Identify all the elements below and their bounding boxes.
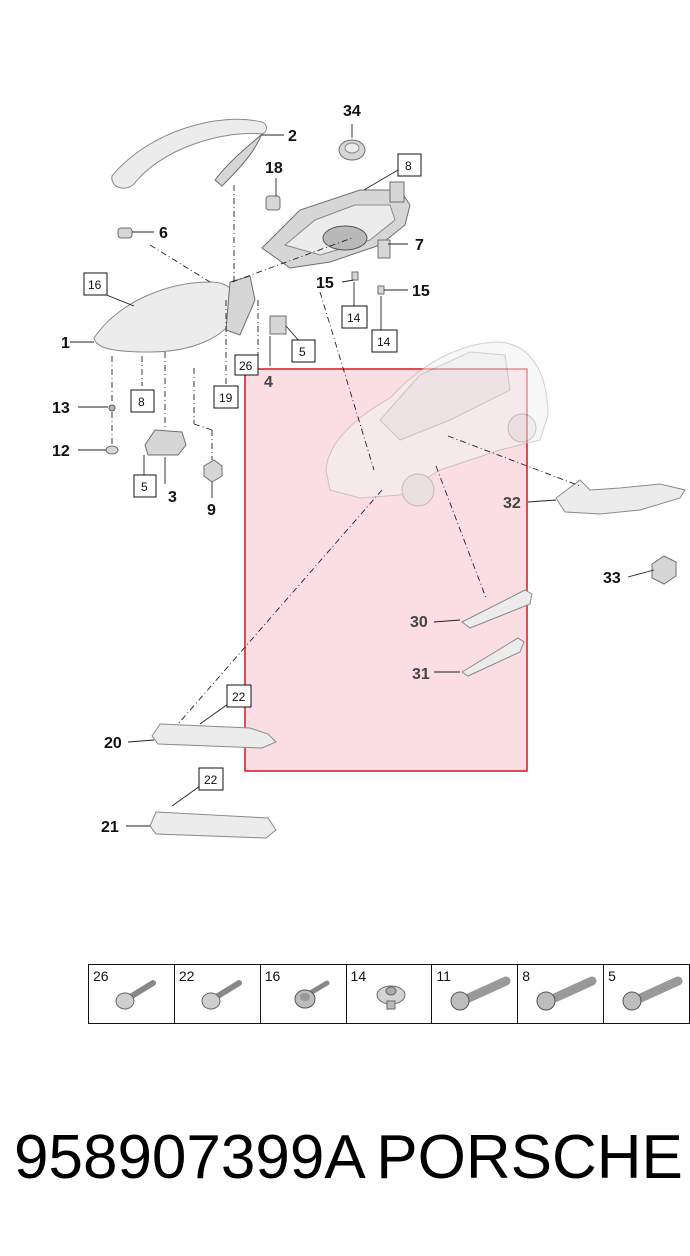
fastener-label: 22 [178,968,195,984]
boxref-26: 26 [239,359,253,373]
grommet-part [117,227,133,239]
callout-2: 2 [288,128,297,145]
control-unit-part [269,315,287,335]
callout-13: 13 [52,400,70,417]
fastener-label: 5 [608,968,616,984]
part-number: 958907399A [14,1123,366,1192]
connector-33-part [651,555,677,585]
side-marker-31-part [461,637,525,677]
side-marker-30-part [461,589,533,629]
dashed-leaders [111,185,581,725]
callout-20: 20 [104,735,122,752]
fastener-cell: 26 [88,964,175,1024]
headlamp-lens-part [93,275,256,353]
clip-nut-icon [376,985,406,1010]
fastener-cell: 8 [517,964,605,1024]
callout-31: 31 [412,666,430,683]
fastener-cell: 22 [173,964,261,1024]
lamp-21-part [149,811,277,839]
callout-30: 30 [410,614,428,631]
boxed-references: 8 16 5 26 8 19 14 14 5 22 22 [83,153,422,791]
leader-lines [70,124,655,827]
callout-32: 32 [503,495,521,512]
torx-screw-short-icon [115,980,156,1010]
fastener-label: 11 [436,968,451,984]
callout-34: 34 [343,103,361,120]
connector-part [265,195,281,211]
boxref-5-right: 5 [299,345,306,359]
callout-12: 12 [52,443,70,460]
headlamp-housing-part [261,181,411,269]
brand-name: PORSCHE [376,1123,683,1192]
flange-screw-icon [294,980,330,1009]
trim-ring-part [111,118,267,189]
callout-18: 18 [265,160,283,177]
boxref-19: 19 [219,391,233,405]
callout-1: 1 [61,335,70,352]
boxref-14-right: 14 [377,335,391,349]
footer: 958907399A PORSCHE [14,1122,683,1193]
screw-15-part [351,271,385,295]
callout-7: 7 [415,237,424,254]
callout-labels: 1 2 3 4 6 7 9 12 13 15 15 18 20 21 30 31… [52,103,621,836]
lamp-20-part [151,723,277,749]
vehicle-silhouette [325,341,549,507]
callout-6: 6 [159,225,168,242]
fastener-table: 26 22 16 14 [88,964,690,1024]
torx-bolt-icon [450,976,511,1011]
fastener-cell: 5 [603,964,690,1024]
callout-9: 9 [207,502,216,519]
callout-15b: 15 [412,283,430,300]
fastener-cell: 14 [345,964,433,1024]
nut-part [203,459,223,483]
callout-15a: 15 [316,275,334,292]
callout-4: 4 [264,374,273,391]
boxref-8-left: 8 [138,395,145,409]
boxref-14-left: 14 [347,311,361,325]
fastener-label: 8 [522,968,531,984]
fastener-label: 14 [350,968,367,984]
boxref-16: 16 [88,278,102,292]
fastener-label: 16 [264,968,281,984]
fastener-label: 26 [93,968,109,984]
torx-bolt-icon [622,976,683,1011]
callout-21: 21 [101,819,119,836]
boxref-22-lower: 22 [204,773,218,787]
small-fasteners [105,404,119,455]
light-strip-32-part [555,479,686,515]
cap-part [338,139,366,161]
bracket-part [144,429,187,456]
boxref-22-upper: 22 [232,690,246,704]
boxref-8-top: 8 [405,159,412,173]
torx-screw-short-icon [201,980,242,1010]
fastener-cell: 11 [431,964,519,1024]
callout-33: 33 [603,570,621,587]
fastener-cell: 16 [259,964,347,1024]
torx-bolt-icon [536,976,597,1011]
boxref-5-left: 5 [141,480,148,494]
callout-3: 3 [168,489,177,506]
